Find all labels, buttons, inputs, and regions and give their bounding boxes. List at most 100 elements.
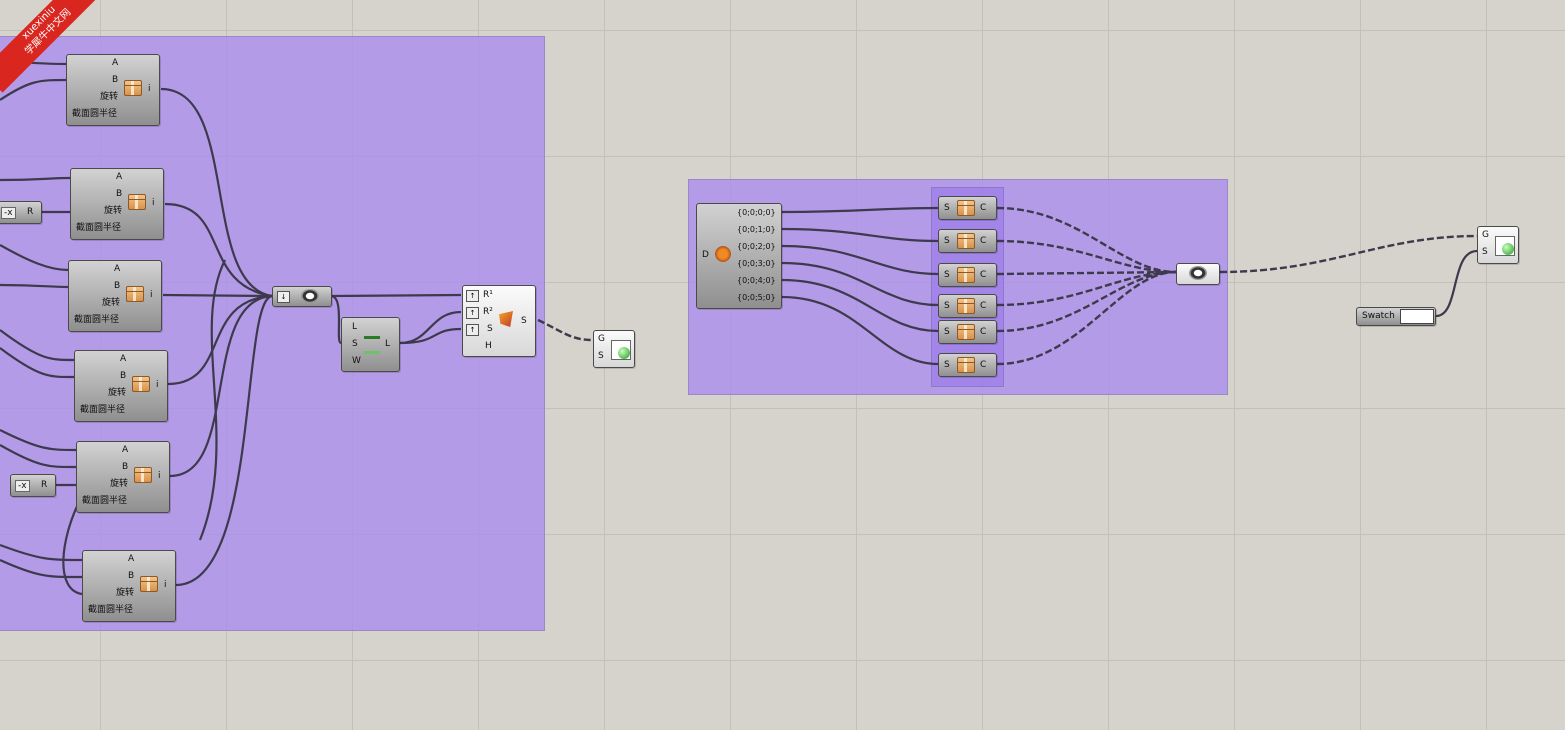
output-c-label: C — [980, 360, 987, 370]
box-cluster-6[interactable]: A B 旋转 截面圆半径 i — [82, 550, 176, 622]
input-radius-label: 截面圆半径 — [74, 315, 120, 325]
input-radius-label: 截面圆半径 — [72, 109, 118, 119]
input-d-label: D — [702, 250, 709, 260]
box-cluster-2[interactable]: A B 旋转 截面圆半径 i — [70, 168, 164, 240]
input-r2-label: R² — [483, 307, 493, 317]
input-a-label: A — [128, 554, 135, 564]
list-icon — [364, 336, 380, 354]
input-s-label: S — [1482, 247, 1488, 257]
swatch-label: Swatch — [1362, 311, 1395, 321]
input-s-label: S — [944, 203, 950, 213]
join-icon — [1189, 266, 1207, 280]
output-i-label: i — [156, 380, 159, 390]
join-component-right[interactable] — [1176, 263, 1220, 285]
cluster-component-1[interactable]: S C — [938, 196, 997, 220]
input-s-label: S — [944, 301, 950, 311]
input-rotate-label: 旋转 — [104, 206, 123, 216]
sphere-icon — [1502, 243, 1514, 255]
r2-flag-icon: ↑ — [466, 307, 479, 319]
output-l-label: L — [385, 339, 391, 349]
input-r1-label: R¹ — [483, 290, 493, 300]
input-rotate-label: 旋转 — [110, 479, 129, 489]
negate-component-2[interactable]: -x R — [10, 474, 56, 497]
cluster-component-2[interactable]: S C — [938, 229, 997, 253]
input-s-label: S — [944, 360, 950, 370]
input-b-label: B — [122, 462, 129, 472]
custom-preview-1[interactable]: G S — [593, 330, 635, 368]
input-s-label: S — [944, 236, 950, 246]
output-c-label: C — [980, 236, 987, 246]
box-icon — [124, 80, 142, 96]
input-b-label: B — [112, 75, 119, 85]
input-rotate-label: 旋转 — [116, 588, 135, 598]
input-radius-label: 截面圆半径 — [82, 496, 128, 506]
output-i-label: i — [164, 580, 167, 590]
input-w-label: W — [352, 356, 361, 366]
input-rotate-label: 旋转 — [102, 298, 121, 308]
custom-preview-2[interactable]: G S — [1477, 226, 1519, 264]
box-icon — [140, 576, 158, 592]
box-cluster-3[interactable]: A B 旋转 截面圆半径 i — [68, 260, 162, 332]
input-s-label: S — [944, 327, 950, 337]
input-rotate-label: 旋转 — [100, 92, 119, 102]
box-icon — [126, 286, 144, 302]
input-s-label: S — [598, 351, 604, 361]
input-g-label: G — [598, 334, 605, 344]
tree-output-3: {0;0;3;0} — [737, 259, 776, 268]
output-c-label: C — [980, 270, 987, 280]
left-group[interactable] — [0, 36, 545, 631]
output-i-label: i — [150, 290, 153, 300]
input-a-label: A — [114, 264, 121, 274]
input-radius-label: 截面圆半径 — [80, 405, 126, 415]
box-icon — [957, 233, 975, 249]
output-r-label: R — [27, 207, 34, 217]
negate-symbol: -x — [1, 207, 16, 219]
swatch-component[interactable]: Swatch — [1356, 307, 1436, 326]
negate-symbol: -x — [15, 480, 30, 492]
curve-component[interactable]: ↑ ↑ ↑ R¹ R² S H S — [462, 285, 536, 357]
input-rotate-label: 旋转 — [108, 388, 127, 398]
input-s-label: S — [487, 324, 493, 334]
input-radius-label: 截面圆半径 — [88, 605, 134, 615]
s-flag-icon: ↑ — [466, 324, 479, 336]
input-b-label: B — [128, 571, 135, 581]
box-cluster-5[interactable]: A B 旋转 截面圆半径 i — [76, 441, 170, 513]
box-icon — [957, 267, 975, 283]
tree-output-4: {0;0;4;0} — [737, 276, 776, 285]
box-icon — [957, 200, 975, 216]
box-icon — [957, 298, 975, 314]
join-component[interactable]: ↓ — [272, 286, 332, 307]
cluster-component-5[interactable]: S C — [938, 320, 997, 344]
list-length-component[interactable]: L S W L — [341, 317, 400, 372]
input-a-label: A — [120, 354, 127, 364]
explode-tree-component[interactable]: D {0;0;0;0} {0;0;1;0} {0;0;2;0} {0;0;3;0… — [696, 203, 782, 309]
cluster-component-6[interactable]: S C — [938, 353, 997, 377]
cluster-component-4[interactable]: S C — [938, 294, 997, 318]
surface-icon — [499, 311, 513, 327]
output-s-label: S — [521, 316, 527, 326]
input-a-label: A — [122, 445, 129, 455]
r1-flag-icon: ↑ — [466, 290, 479, 302]
sphere-icon — [618, 347, 630, 359]
output-i-label: i — [148, 84, 151, 94]
input-l-label: L — [352, 322, 358, 332]
join-icon — [301, 289, 319, 303]
box-cluster-4[interactable]: A B 旋转 截面圆半径 i — [74, 350, 168, 422]
box-cluster-1[interactable]: A B 旋转 截面圆半径 i — [66, 54, 160, 126]
output-i-label: i — [152, 198, 155, 208]
cluster-component-3[interactable]: S C — [938, 263, 997, 287]
box-icon — [957, 324, 975, 340]
tree-output-0: {0;0;0;0} — [737, 208, 776, 217]
input-b-label: B — [116, 189, 123, 199]
box-icon — [128, 194, 146, 210]
flatten-icon: ↓ — [277, 291, 290, 303]
input-s-label: S — [944, 270, 950, 280]
negate-component-1[interactable]: -x R — [0, 201, 42, 224]
output-c-label: C — [980, 203, 987, 213]
tree-output-1: {0;0;1;0} — [737, 225, 776, 234]
input-s-label: S — [352, 339, 358, 349]
swatch-color[interactable] — [1400, 309, 1434, 324]
input-a-label: A — [116, 172, 123, 182]
tree-output-5: {0;0;5;0} — [737, 293, 776, 302]
